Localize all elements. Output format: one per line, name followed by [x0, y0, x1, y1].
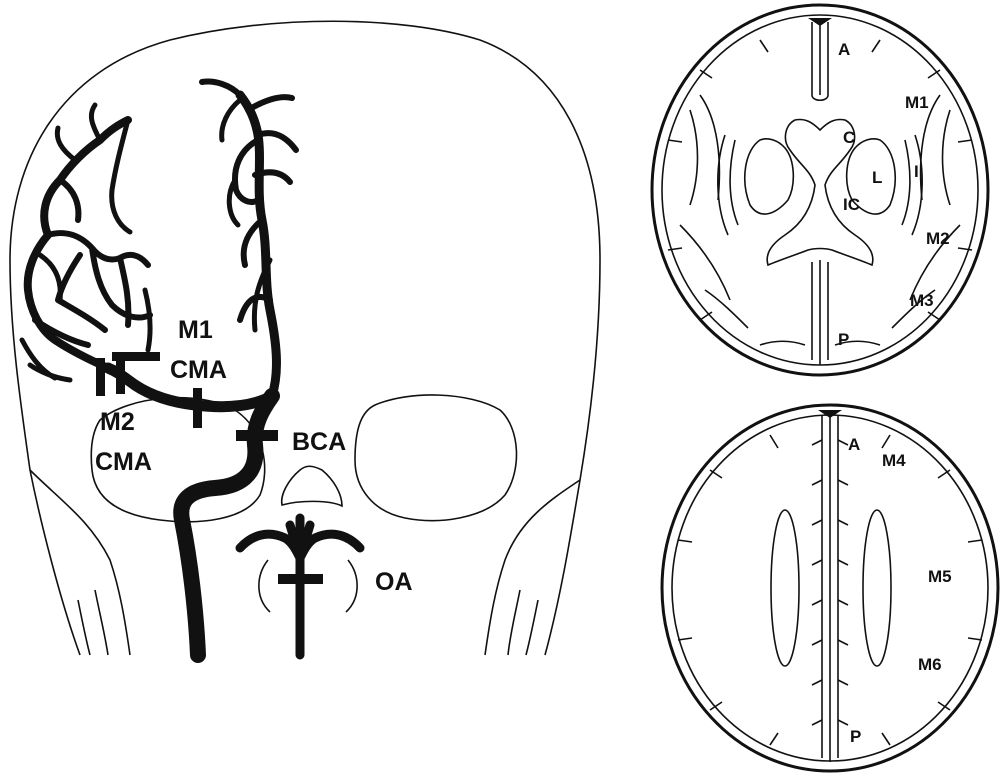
- lower-midline-notch: [818, 410, 842, 418]
- skull-right-cheek: [484, 479, 581, 656]
- upper-label-m1: M1: [905, 93, 929, 112]
- bca-marker: [236, 430, 278, 441]
- skull-frontal-view: [9, 20, 601, 656]
- upper-label-ic: IC: [843, 195, 860, 214]
- axial-slice-upper: [650, 3, 990, 377]
- skull-left-cheek: [29, 469, 131, 656]
- upper-gyri-left: [679, 94, 806, 346]
- cma-marker: [193, 388, 202, 428]
- m1-marker-vertical-left: [96, 358, 105, 396]
- upper-label-m2: M2: [926, 229, 950, 248]
- left-frontal-network-2: [19, 102, 153, 383]
- upper-label-i: I: [914, 162, 919, 181]
- lower-label-m4: M4: [882, 451, 906, 470]
- upper-gyri-right: [834, 94, 961, 346]
- upper-interhemispheric-fissure: [811, 18, 829, 365]
- lower-slice-outer: [660, 403, 1000, 773]
- upper-midline-notch: [808, 18, 832, 26]
- upper-label-p: P: [838, 330, 849, 349]
- oa-structure: [235, 513, 365, 660]
- lower-label-a: A: [848, 435, 860, 454]
- m1-marker-horizontal: [112, 352, 160, 361]
- left-frontal-network: [32, 177, 153, 348]
- lower-ventricle-left: [770, 509, 800, 667]
- oa-marker: [278, 574, 323, 584]
- skull-left-jaw-lines: [77, 589, 109, 656]
- skull-outline: [9, 20, 601, 656]
- upper-label-a: A: [838, 40, 850, 59]
- skull-right-jaw-lines: [507, 589, 539, 656]
- m1-marker-vertical-mid: [116, 358, 125, 394]
- upper-basal-ganglia-left: [744, 138, 795, 215]
- lower-label-p: P: [850, 727, 861, 746]
- upper-ventricles: [766, 118, 874, 267]
- upper-insula-lines: [717, 134, 923, 236]
- lower-ventricle-right: [862, 509, 892, 667]
- label-cma-lower: CMA: [95, 448, 152, 476]
- nasal-brackets: [258, 559, 358, 613]
- label-bca: BCA: [292, 428, 346, 456]
- ascending-branch-right-sub3: [219, 97, 273, 333]
- lower-cortical-ticks: [677, 434, 983, 746]
- lower-label-m5: M5: [928, 567, 952, 586]
- lower-label-m6: M6: [918, 655, 942, 674]
- upper-basal-ganglia-right: [845, 138, 896, 215]
- upper-label-c: C: [843, 128, 855, 147]
- ascending-branch-right-sub1: [232, 137, 273, 323]
- axial-slice-lower: [660, 403, 1000, 773]
- upper-slice-outer: [650, 3, 990, 377]
- upper-cortical-ticks: [667, 39, 973, 321]
- nasal-aperture: [280, 465, 343, 508]
- upper-label-l: L: [872, 168, 882, 187]
- right-orbit: [354, 394, 518, 522]
- left-frontal-branches: [23, 116, 132, 372]
- label-m2: M2: [100, 408, 135, 436]
- label-m1: M1: [178, 316, 213, 344]
- vessel-tree: [19, 78, 365, 663]
- label-oa: OA: [375, 568, 413, 596]
- label-cma-upper: CMA: [170, 356, 227, 384]
- upper-label-m3: M3: [910, 291, 934, 310]
- lower-interhemispheric-fissure: [821, 412, 839, 762]
- ascending-branch-right-sub2: [199, 78, 299, 185]
- lower-midline-ticks: [811, 439, 849, 726]
